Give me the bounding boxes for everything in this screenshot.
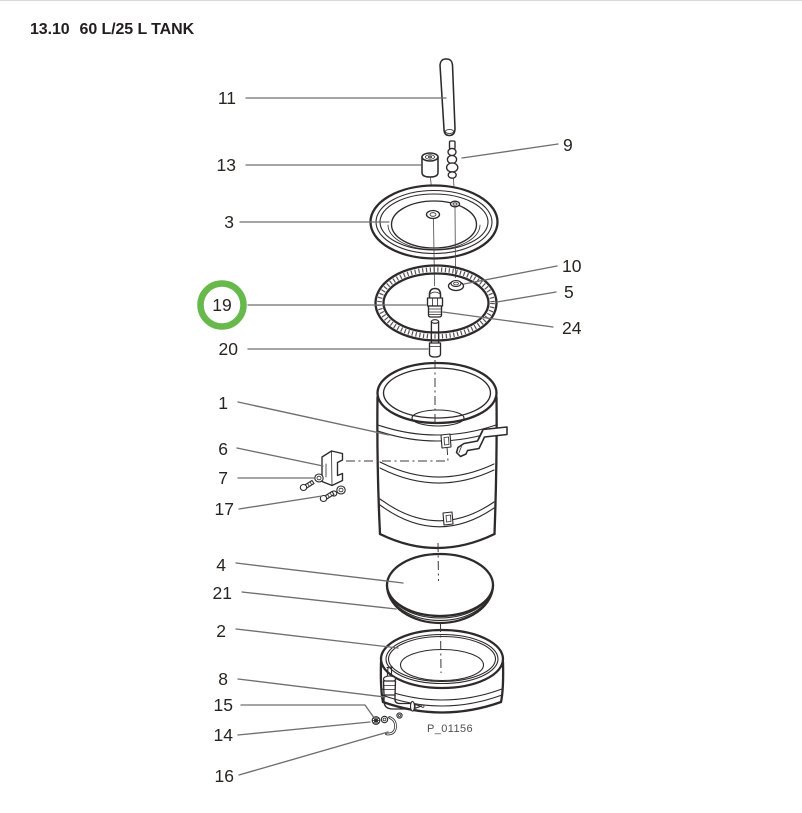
part-bracket [321,450,344,487]
part-screw-7 [299,473,324,492]
callout-label-1: 1 [218,393,228,413]
section-name: 60 L/25 L TANK [79,21,195,38]
leader-line-9 [461,143,559,159]
callout-label-20: 20 [219,339,239,359]
centerlines [346,360,449,674]
callout-label-24: 24 [562,318,582,338]
part-small-hardware [371,712,403,736]
part-tank-body [376,361,498,550]
leader-line-4 [235,562,404,584]
page-title: 13.10 60 L/25 L TANK [30,21,194,39]
leader-line-5 [496,291,557,303]
callout-label-13: 13 [217,155,236,175]
part-bottom-cover [379,628,505,714]
leader-line-8 [237,678,386,698]
part-gasket [374,264,498,342]
leader-line-15 [240,704,375,718]
callout-labels: 11 13 9 3 10 5 19 24 20 1 6 7 17 4 21 2 … [212,88,581,786]
part-handle [455,426,508,458]
highlight-circle-19 [197,280,247,330]
callout-label-15: 15 [214,695,233,715]
leader-line-16 [238,731,389,776]
part-cap [421,152,439,207]
section-number: 13.10 [30,21,70,38]
part-nut [447,279,465,292]
callout-label-10: 10 [562,256,582,276]
leader-line-2 [235,628,399,649]
part-stem-tube [428,319,442,358]
leader-lines [235,97,559,776]
callout-label-17: 17 [215,499,234,519]
callout-label-3: 3 [224,212,234,232]
callout-label-5: 5 [564,282,574,302]
leader-line-14 [237,721,371,736]
part-follower-plate [385,552,495,625]
callout-label-6: 6 [218,439,228,459]
callout-label-11: 11 [218,88,236,108]
callout-label-2: 2 [216,621,226,641]
callout-label-16: 16 [215,766,234,786]
part-drain-elbow [382,666,425,712]
part-hose [439,58,456,137]
callout-label-14: 14 [214,725,234,745]
leader-line-21 [241,591,397,610]
drawing-code: P_01156 [427,723,473,735]
callout-label-7: 7 [218,468,228,488]
leader-line-10 [463,265,558,285]
part-valve [426,287,444,318]
callout-label-19: 19 [212,295,231,315]
leader-line-17 [238,495,323,510]
part-hose-fitting [445,140,459,202]
leader-line-24 [442,311,554,328]
callout-label-9: 9 [563,135,573,155]
callout-label-21: 21 [213,583,232,603]
callout-label-4: 4 [216,555,226,575]
callout-label-8: 8 [218,669,228,689]
leader-line-6 [236,447,324,467]
leader-line-1 [237,401,390,436]
part-screw-17 [319,485,346,503]
